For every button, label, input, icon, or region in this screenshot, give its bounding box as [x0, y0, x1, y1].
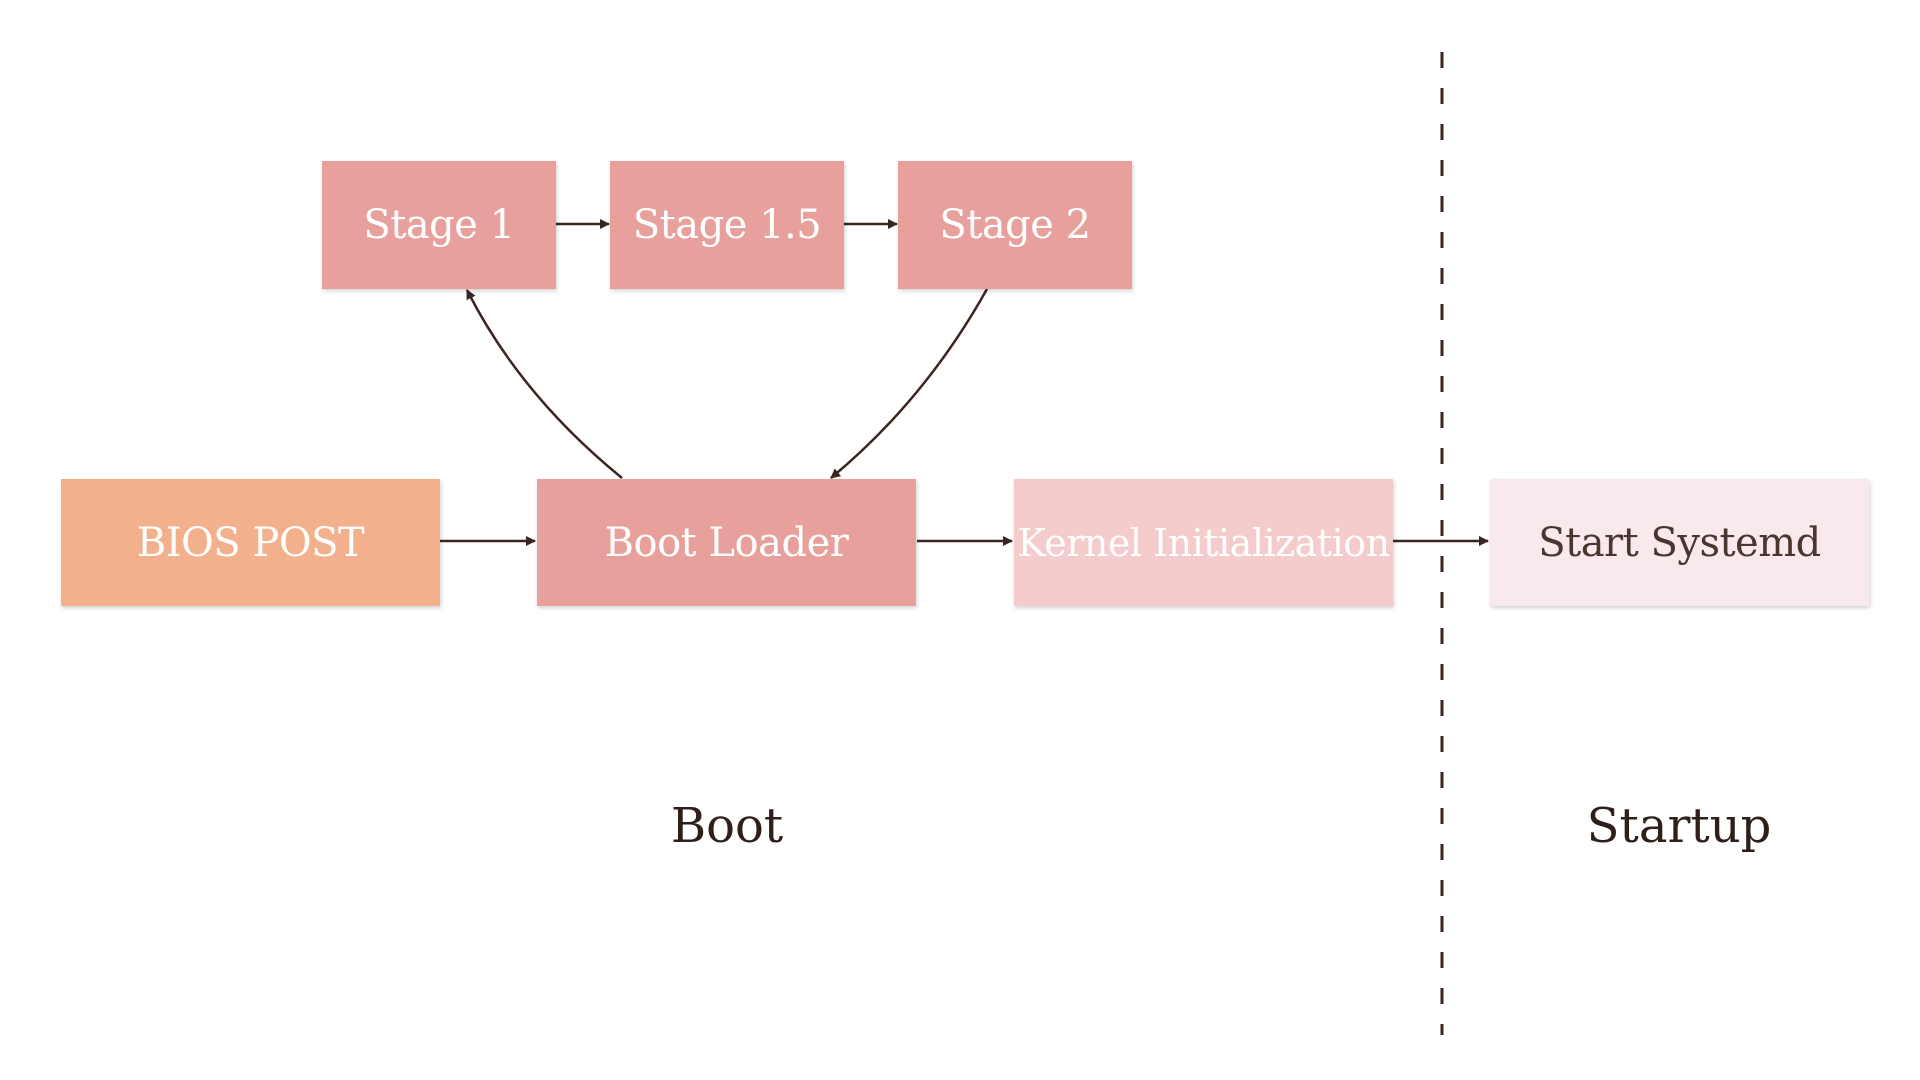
stage15-label: Stage 1.5 [632, 202, 822, 248]
stage2-node: Stage 2 [898, 161, 1132, 289]
stage1-label: Stage 1 [363, 202, 515, 248]
kernel-init-node: Kernel Initialization [1014, 479, 1393, 606]
bios-post-node: BIOS POST [61, 479, 440, 606]
stage1-node: Stage 1 [322, 161, 556, 289]
arrow-bootloader-to-stage1 [465, 289, 623, 479]
startup-section-label: Startup [1586, 798, 1772, 854]
arrow-stage2-to-bootloader [830, 288, 989, 479]
boot-loader-node: Boot Loader [537, 479, 916, 606]
boot-section-label: Boot [670, 798, 784, 854]
stage15-node: Stage 1.5 [610, 161, 844, 289]
start-systemd-node: Start Systemd [1490, 479, 1869, 606]
bios-post-label: BIOS POST [136, 519, 365, 566]
kernel-init-label: Kernel Initialization [1017, 520, 1390, 565]
boot-loader-label: Boot Loader [604, 519, 849, 566]
stage2-label: Stage 2 [939, 202, 1091, 248]
start-systemd-label: Start Systemd [1538, 519, 1821, 566]
